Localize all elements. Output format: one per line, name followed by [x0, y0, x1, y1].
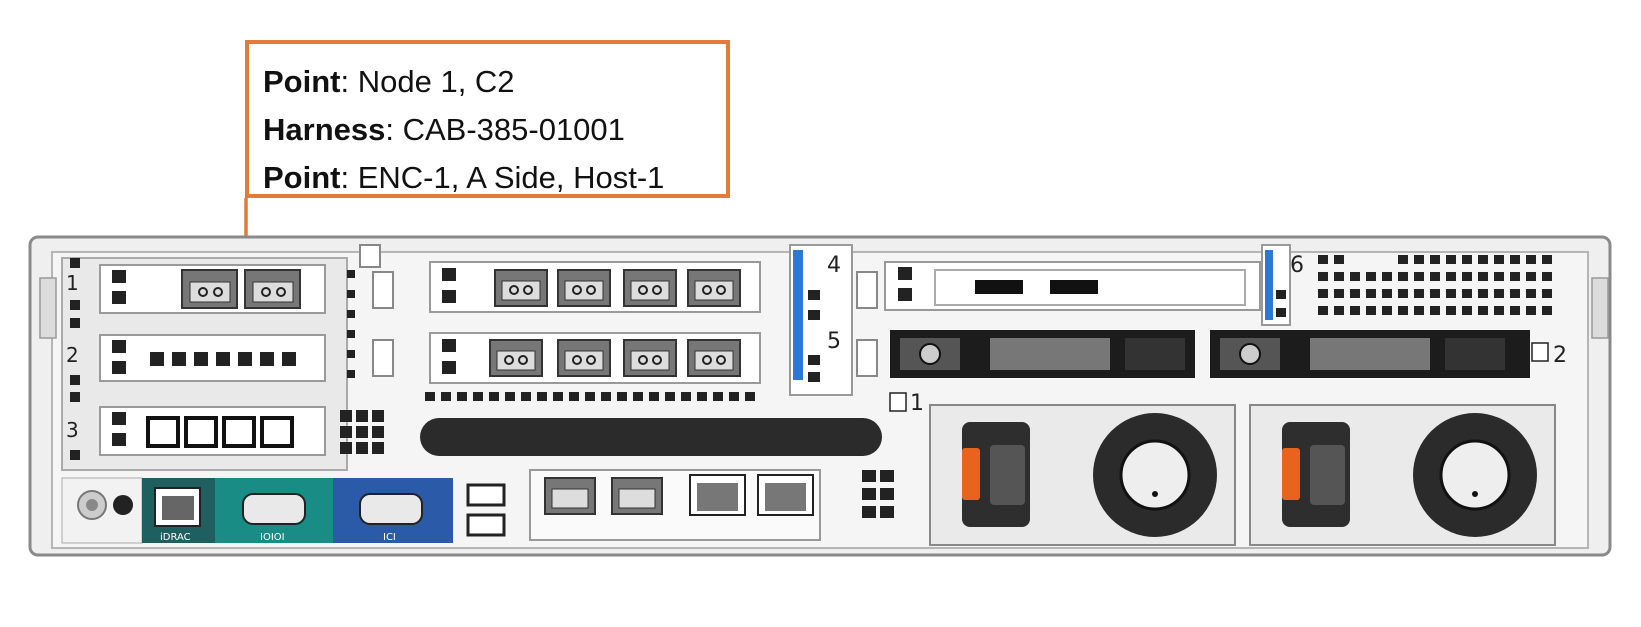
slot-label-2: 2	[66, 343, 79, 367]
sfp-port	[557, 339, 611, 377]
callout-sep: :	[340, 64, 358, 99]
callout-key: Harness	[263, 112, 386, 147]
callout-key: Point	[263, 160, 341, 195]
psu-handle[interactable]	[962, 448, 980, 500]
connection-callout: Point: Node 1, C2 Harness: CAB-385-01001…	[245, 40, 730, 198]
callout-sep: :	[340, 160, 358, 195]
callout-line-point-to: Point: ENC-1, A Side, Host-1	[263, 154, 726, 202]
power-supply-2	[1249, 404, 1556, 546]
io-panel: iDRAC IOIOI ICI	[61, 469, 894, 544]
sfp-port	[687, 339, 741, 377]
callout-value: CAB-385-01001	[402, 112, 625, 147]
left-pcie-cage: 1 2 3	[61, 257, 348, 471]
callout-sep: :	[385, 112, 403, 147]
callout-line-point-from: Point: Node 1, C2	[263, 58, 726, 106]
drive-bays: 2 1	[889, 330, 1567, 416]
vent-row	[425, 392, 755, 401]
psu-label-1: 1	[910, 391, 924, 416]
top-vent-grid	[1318, 255, 1552, 315]
sfp-port	[557, 269, 611, 307]
vga-label: ICI	[383, 532, 396, 543]
psu-handle[interactable]	[1282, 448, 1300, 500]
qsfp-ports	[146, 416, 294, 448]
callout-value: Node 1, C2	[357, 64, 515, 99]
slot-label-6: 6	[1290, 253, 1304, 278]
psu-label-2: 2	[1553, 343, 1567, 368]
power-supply-1	[929, 404, 1236, 546]
idrac-label: iDRAC	[160, 532, 191, 543]
sfp-port	[494, 269, 548, 307]
riser-4-5: 4 5	[789, 244, 878, 396]
usb-port	[466, 513, 506, 537]
slot-label-3: 3	[66, 418, 79, 442]
usb-port	[466, 483, 506, 507]
slot-label-1: 1	[66, 271, 79, 295]
callout-key: Point	[263, 64, 341, 99]
slot-label-4: 4	[827, 253, 841, 278]
callout-value: ENC-1, A Side, Host-1	[357, 160, 665, 195]
sfp-port	[489, 339, 543, 377]
pcie-slot-2	[99, 334, 326, 382]
sfp-port	[687, 269, 741, 307]
sfp-port	[623, 339, 677, 377]
sfp-port	[623, 269, 677, 307]
serial-label: IOIOI	[260, 532, 285, 543]
callout-line-harness: Harness: CAB-385-01001	[263, 106, 726, 154]
black-handle-bar	[420, 418, 882, 456]
sfp-port	[181, 269, 238, 309]
vent-grid	[340, 270, 384, 454]
slot-label-5: 5	[827, 329, 841, 354]
sfp-port	[244, 269, 301, 309]
pcie-slot-6-area: 6	[884, 244, 1304, 326]
center-pcie-cage	[429, 261, 761, 384]
